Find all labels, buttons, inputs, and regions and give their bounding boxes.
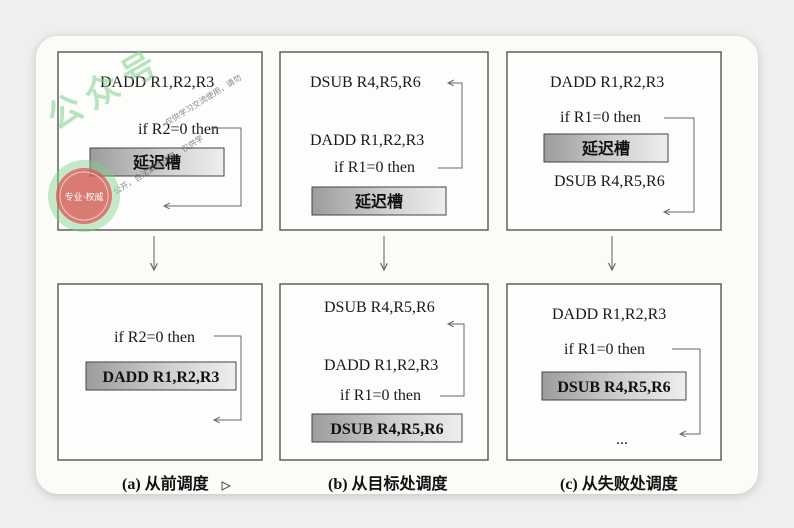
panel-c-top-slot-label: 延迟槽 (581, 139, 630, 158)
panel-b-top-line1: DSUB R4,R5,R6 (310, 74, 421, 91)
panel-c-bottom-slot-box (541, 371, 687, 401)
panel-b-bottom-branch-arrow (440, 324, 465, 397)
panel-a-top-line2: if R2=0 then (138, 121, 219, 138)
panel-a-bottom-slot-box (85, 361, 237, 391)
panel-c-bottom-slot-label: DSUB R4,R5,R6 (557, 379, 670, 396)
panel-b-top-line3: if R1=0 then (334, 159, 415, 176)
panel-a-top-line1: DADD R1,R2,R3 (100, 74, 214, 91)
panel-c-top: DADD R1,R2,R3 if R1=0 then 延迟槽 DSUB R4,R… (506, 51, 722, 231)
caption-a: (a) 从前调度 (122, 474, 210, 493)
panel-c-top-line3: DSUB R4,R5,R6 (554, 173, 665, 190)
panel-a-top-slot-label: 延迟槽 (132, 153, 181, 172)
panel-c-top-slot-box (543, 133, 669, 163)
caption-c: (c) 从失败处调度 (560, 474, 679, 493)
panel-c-bottom-ellipsis: ... (616, 431, 628, 448)
panel-a-bottom-slot-label: DADD R1,R2,R3 (103, 369, 220, 386)
panel-b-bottom-line2: DADD R1,R2,R3 (324, 357, 438, 374)
panel-a-bottom-line1: if R2=0 then (114, 329, 195, 346)
panel-c-top-line2: if R1=0 then (560, 109, 641, 126)
panel-a-bottom: if R2=0 then DADD R1,R2,R3 (57, 283, 263, 461)
panel-a-top-slot-box (89, 147, 225, 177)
seal-icon: 专业·权威 (48, 160, 120, 232)
panel-c-bottom-line2: if R1=0 then (564, 341, 645, 358)
panel-c-top-line1: DADD R1,R2,R3 (550, 74, 664, 91)
panel-a-bottom-branch-arrow (214, 335, 242, 420)
diagram-card: DADD R1,R2,R3 if R2=0 then 延迟槽 DSUB R4,R… (36, 36, 758, 494)
panel-b-bottom-line3: if R1=0 then (340, 387, 421, 404)
panel-b-top-branch-arrow (438, 83, 463, 169)
panel-a-top-branch-arrow (164, 127, 242, 206)
panel-b-top-slot-box (311, 186, 447, 216)
panel-c-bottom-branch-arrow (672, 348, 701, 434)
panel-b-top-line2: DADD R1,R2,R3 (310, 132, 424, 149)
panel-b-top: DSUB R4,R5,R6 DADD R1,R2,R3 if R1=0 then… (279, 51, 489, 231)
panel-b-bottom-line1: DSUB R4,R5,R6 (324, 299, 435, 316)
delay-slot-diagram: DADD R1,R2,R3 if R2=0 then 延迟槽 DSUB R4,R… (41, 45, 722, 493)
panel-b-bottom-slot-box (311, 413, 463, 443)
panel-c-bottom: DADD R1,R2,R3 if R1=0 then DSUB R4,R5,R6… (506, 283, 722, 461)
panel-c-bottom-line1: DADD R1,R2,R3 (552, 306, 666, 323)
caption-b: (b) 从目标处调度 (328, 474, 449, 493)
panel-b-top-slot-label: 延迟槽 (354, 192, 403, 211)
panel-b-bottom: DSUB R4,R5,R6 DADD R1,R2,R3 if R1=0 then… (279, 283, 489, 461)
panel-b-bottom-slot-label: DSUB R4,R5,R6 (330, 421, 443, 438)
caption-a-marker-icon (221, 481, 232, 491)
panel-c-top-branch-arrow (664, 117, 695, 212)
seal-text: 专业·权威 (65, 191, 104, 202)
